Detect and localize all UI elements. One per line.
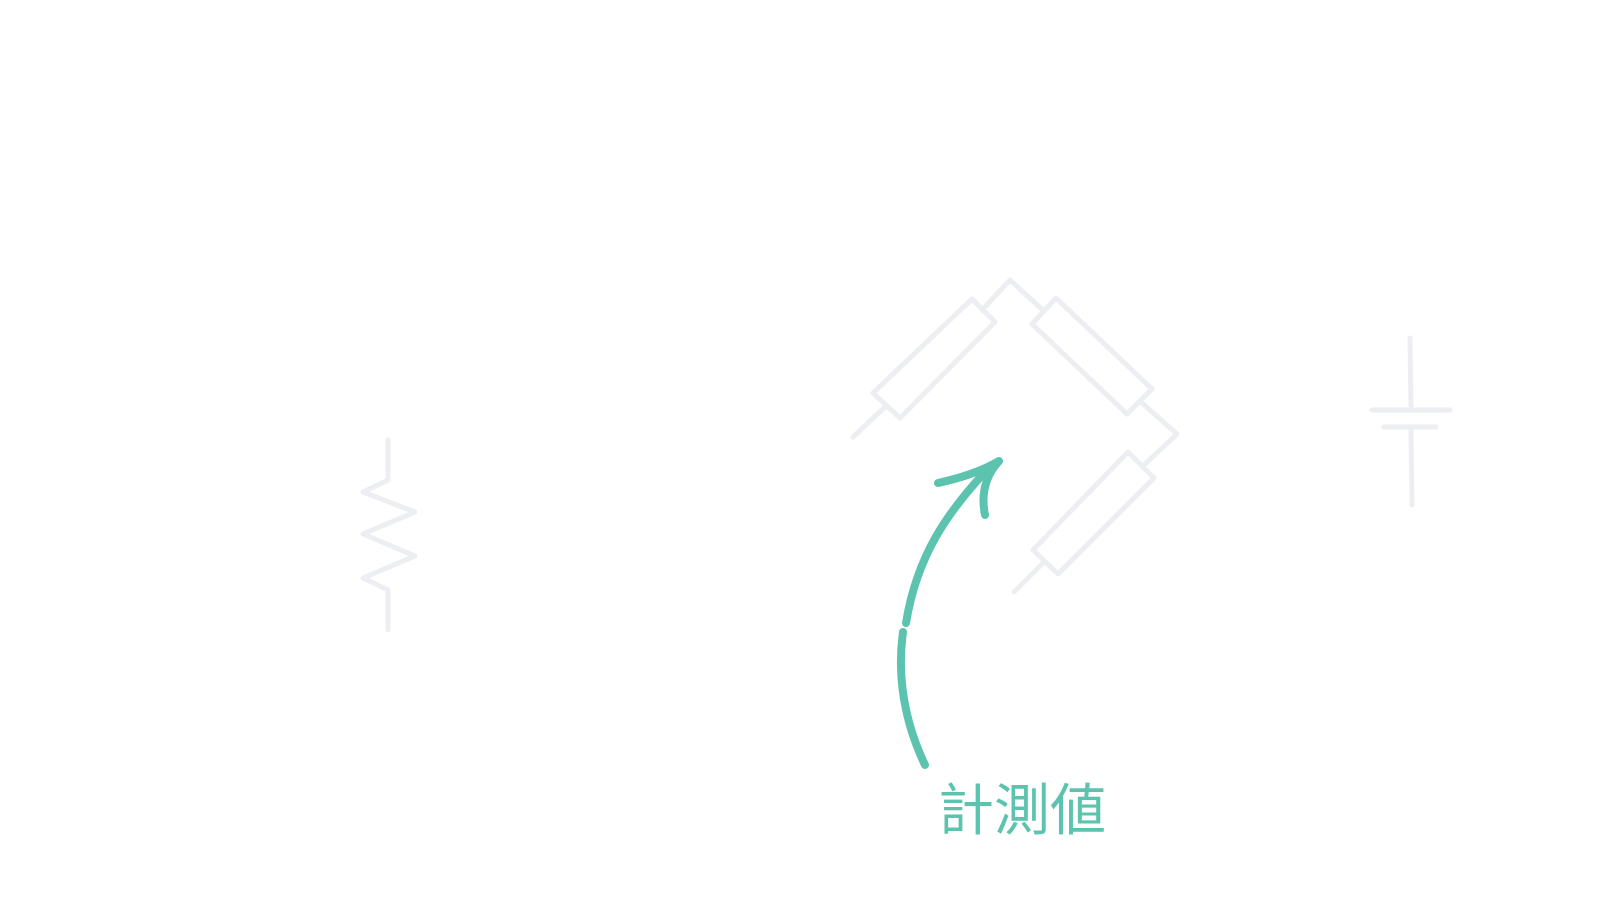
resistor-bridge-symbol (850, 277, 1180, 595)
capacitor-symbol (1369, 335, 1453, 508)
arrow-shaft-lower (896, 628, 929, 769)
resistor-zigzag-symbol (360, 437, 418, 633)
measurement-label: 計測値 (938, 779, 1106, 844)
measurement-arrow (896, 457, 1003, 769)
arrow-shaft-upper (902, 468, 989, 627)
arrow-head (934, 457, 1003, 519)
